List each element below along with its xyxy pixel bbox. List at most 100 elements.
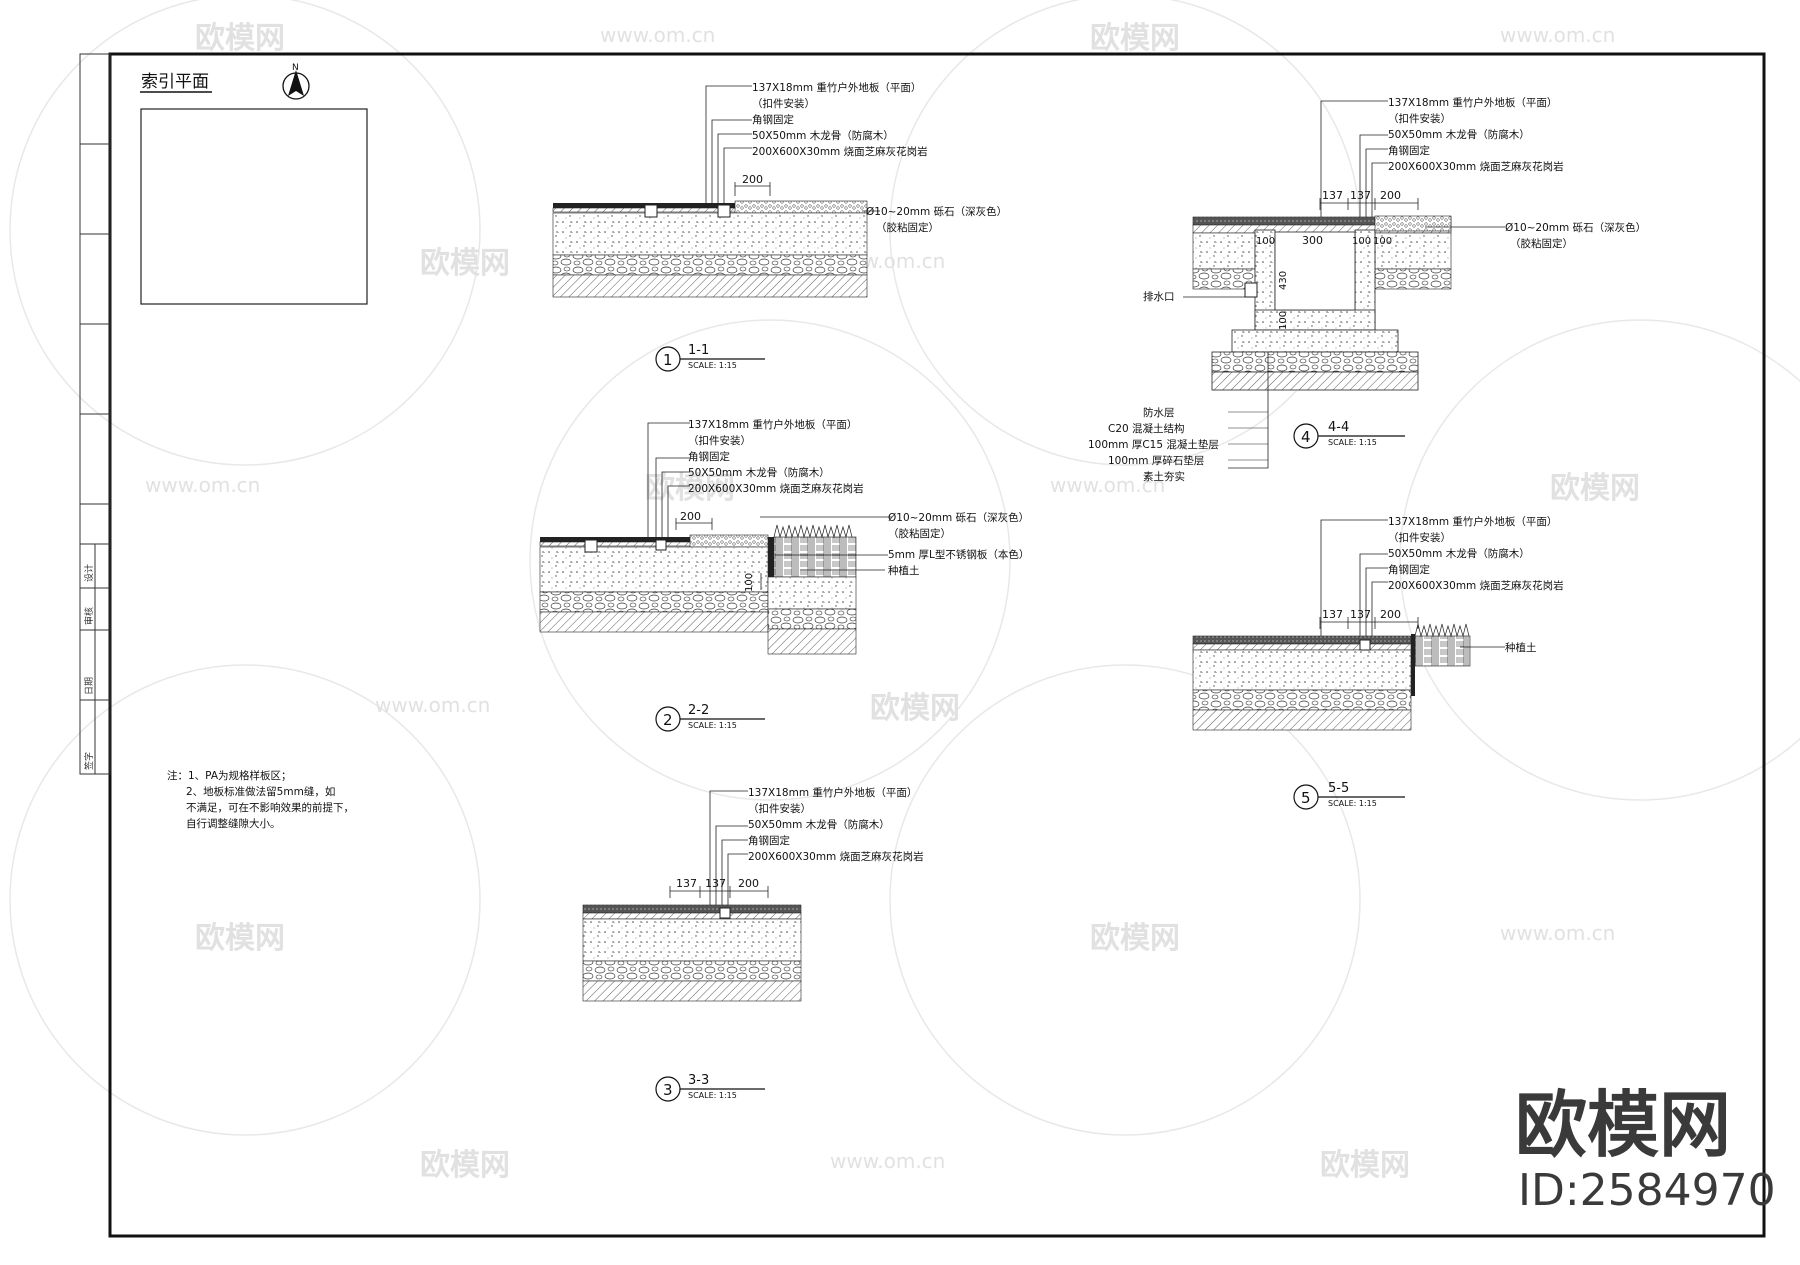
dimension-label: 430 bbox=[1278, 271, 1289, 290]
callout-label: （扣件安装） bbox=[748, 802, 811, 815]
watermark-brand-text: 欧模网 bbox=[1090, 921, 1180, 956]
callout-label: 角钢固定 bbox=[1388, 144, 1430, 157]
watermark-url-text: www.om.cn bbox=[1500, 23, 1615, 47]
title-strip-label: 签字 bbox=[83, 752, 95, 770]
section-detail-4-4: 137X18mm 重竹户外地板（平面） （扣件安装） 50X50mm 木龙骨（防… bbox=[1088, 96, 1646, 483]
watermark-url-text: www.om.cn bbox=[1050, 473, 1165, 497]
dimension-label: 200 bbox=[742, 173, 763, 186]
callout-label: （扣件安装） bbox=[688, 434, 751, 447]
watermark-brand-text: 欧模网 bbox=[195, 921, 285, 956]
callout-label: 137X18mm 重竹户外地板（平面） bbox=[688, 418, 857, 431]
callout-label: 5mm 厚L型不锈钢板（本色） bbox=[888, 548, 1029, 561]
callout-label: 角钢固定 bbox=[688, 450, 730, 463]
section-number: 4 bbox=[1301, 428, 1311, 446]
dimension-label: 137 bbox=[1350, 608, 1371, 621]
title-strip bbox=[79, 53, 111, 775]
north-label: N bbox=[292, 63, 299, 73]
note-line: 注：1、PA为规格样板区； bbox=[167, 769, 292, 782]
section-number: 5 bbox=[1301, 789, 1311, 807]
index-plan: 索引平面 N bbox=[140, 63, 368, 305]
watermark-brand-text: 欧模网 bbox=[1550, 471, 1640, 506]
brand-watermark: 欧模网 ID:2584970 bbox=[1515, 1083, 1776, 1216]
section-name: 2-2 bbox=[688, 703, 709, 718]
drain-outlet bbox=[1244, 282, 1258, 298]
section-name: 4-4 bbox=[1328, 420, 1349, 435]
callout-label: 角钢固定 bbox=[752, 113, 794, 126]
callout-label: C20 混凝土结构 bbox=[1108, 422, 1185, 435]
section-name: 5-5 bbox=[1328, 781, 1349, 796]
section-scale: SCALE: 1:15 bbox=[688, 721, 737, 730]
section-scale: SCALE: 1:15 bbox=[688, 361, 737, 370]
watermark-url-text: www.om.cn bbox=[375, 693, 490, 717]
section-scale: SCALE: 1:15 bbox=[688, 1091, 737, 1100]
grass-icon bbox=[773, 524, 853, 539]
note-line: 不满足，可在不影响效果的前提下， bbox=[186, 801, 354, 814]
watermark-brand-text: 欧模网 bbox=[420, 1148, 510, 1183]
callout-label: （扣件安装） bbox=[1388, 112, 1451, 125]
dimension-label: 137 bbox=[676, 877, 697, 890]
watermark-brand-text: 欧模网 bbox=[195, 21, 285, 56]
dimension-label: 137 bbox=[1322, 189, 1343, 202]
callout-label: （胶粘固定） bbox=[876, 221, 939, 234]
callout-label: 137X18mm 重竹户外地板（平面） bbox=[748, 786, 917, 799]
brand-logo-text: 欧模网 bbox=[1515, 1083, 1731, 1167]
callout-label: 50X50mm 木龙骨（防腐木） bbox=[1388, 547, 1530, 560]
callout-label: 200X600X30mm 烧面芝麻灰花岗岩 bbox=[1388, 160, 1564, 173]
watermark-url-text: www.om.cn bbox=[145, 473, 260, 497]
callout-label: 50X50mm 木龙骨（防腐木） bbox=[752, 129, 894, 142]
note-line: 2、地板标准做法留5mm缝，如 bbox=[186, 785, 335, 798]
callout-label: （胶粘固定） bbox=[1510, 237, 1573, 250]
dimension-label: 200 bbox=[1380, 608, 1401, 621]
section-detail-3-3: 137X18mm 重竹户外地板（平面） （扣件安装） 50X50mm 木龙骨（防… bbox=[582, 786, 924, 1102]
concrete-layer bbox=[552, 212, 868, 256]
callout-label: （扣件安装） bbox=[752, 97, 815, 110]
callout-label: Ø10~20mm 砾石（深灰色） bbox=[1505, 221, 1646, 234]
watermark-brand-text: 欧模网 bbox=[420, 246, 510, 281]
section-detail-2-2: 137X18mm 重竹户外地板（平面） （扣件安装） 角钢固定 50X50mm … bbox=[539, 418, 1029, 732]
dimension-label: 137 bbox=[1350, 189, 1371, 202]
dimension-label: 300 bbox=[1302, 234, 1323, 247]
section-scale: SCALE: 1:15 bbox=[1328, 799, 1377, 808]
watermark-brand-text: 欧模网 bbox=[1090, 21, 1180, 56]
gravel-strip bbox=[734, 200, 868, 214]
section-title-3-3: 3 3-3 SCALE: 1:15 bbox=[655, 1073, 765, 1102]
north-arrow-icon: N bbox=[282, 63, 310, 100]
callout-label: 137X18mm 重竹户外地板（平面） bbox=[752, 81, 921, 94]
dimension-label: 100 bbox=[1256, 236, 1275, 247]
dimension-label: 100 bbox=[1373, 236, 1392, 247]
callout-label: 防水层 bbox=[1143, 406, 1175, 419]
callout-label: Ø10~20mm 砾石（深灰色） bbox=[888, 511, 1029, 524]
watermark-brand-text: 欧模网 bbox=[870, 691, 960, 726]
watermark-brand-text: 欧模网 bbox=[645, 471, 735, 506]
index-plan-box bbox=[140, 108, 368, 305]
deck-board bbox=[553, 203, 867, 208]
dimension-label: 200 bbox=[738, 877, 759, 890]
section-name: 1-1 bbox=[688, 343, 709, 358]
section-title-1-1: 1 1-1 SCALE: 1:15 bbox=[655, 343, 765, 372]
section-number: 1 bbox=[663, 351, 673, 369]
watermark-url-text: www.om.cn bbox=[1500, 921, 1615, 945]
callout-label: 200X600X30mm 烧面芝麻灰花岗岩 bbox=[752, 145, 928, 158]
section-number: 2 bbox=[663, 711, 673, 729]
callout-label: Ø10~20mm 砾石（深灰色） bbox=[866, 205, 1007, 218]
callout-label: 角钢固定 bbox=[748, 834, 790, 847]
planting-soil-block bbox=[773, 536, 857, 578]
callout-label: 137X18mm 重竹户外地板（平面） bbox=[1388, 515, 1557, 528]
section-title-2-2: 2 2-2 SCALE: 1:15 bbox=[655, 703, 765, 732]
dimension-label: 137 bbox=[1322, 608, 1343, 621]
callout-label: 排水口 bbox=[1143, 290, 1175, 303]
callout-label: 200X600X30mm 烧面芝麻灰花岗岩 bbox=[748, 850, 924, 863]
section-name: 3-3 bbox=[688, 1073, 709, 1088]
section-detail-1-1: 137X18mm 重竹户外地板（平面） （扣件安装） 角钢固定 50X50mm … bbox=[552, 81, 1007, 372]
callout-label: 100mm 厚碎石垫层 bbox=[1108, 454, 1204, 467]
dimension-label: 100 bbox=[1352, 236, 1371, 247]
dimension-label: 137 bbox=[705, 877, 726, 890]
brand-id-text: ID:2584970 bbox=[1518, 1165, 1776, 1216]
callout-label: （扣件安装） bbox=[1388, 531, 1451, 544]
callout-label: 50X50mm 木龙骨（防腐木） bbox=[688, 466, 830, 479]
section-number: 3 bbox=[663, 1081, 673, 1099]
soil-layer bbox=[552, 274, 868, 298]
drain-channel bbox=[1274, 231, 1356, 311]
callout-label: 100mm 厚C15 混凝土垫层 bbox=[1088, 438, 1219, 451]
